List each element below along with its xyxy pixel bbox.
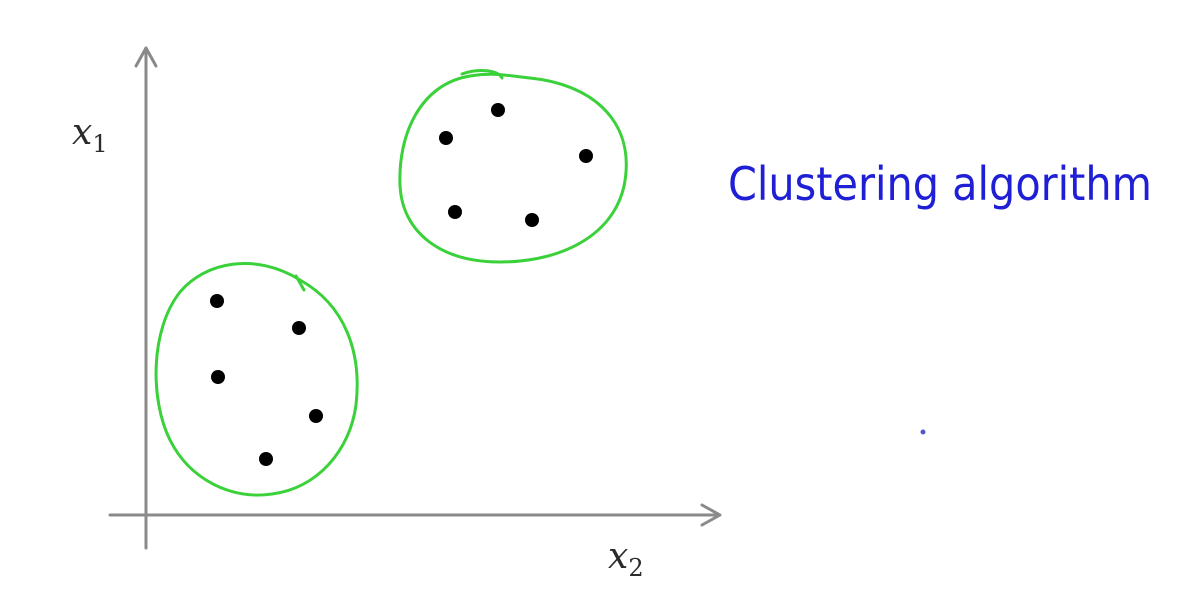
data-point [448, 205, 462, 219]
data-point [210, 294, 224, 308]
y-axis-label: x1 [72, 112, 108, 158]
x-axis-arrowhead [700, 503, 722, 527]
x-axis-label: x2 [608, 536, 644, 582]
axes [108, 46, 722, 550]
y-axis-arrowhead [134, 46, 158, 68]
cluster-outlines [154, 69, 628, 497]
data-point [292, 321, 306, 335]
data-point [439, 131, 453, 145]
annotation-text: Clustering algorithm [728, 157, 1152, 211]
data-point [579, 149, 593, 163]
cluster-outline-lower-left [154, 261, 359, 497]
data-points [210, 103, 593, 466]
data-point [309, 409, 323, 423]
data-point [525, 213, 539, 227]
cluster-outline-upper-right [398, 69, 628, 264]
y-axis-label-subscript: 1 [92, 130, 107, 158]
x-axis-label-subscript: 2 [628, 554, 643, 582]
data-point [491, 103, 505, 117]
stray-pen-dot [920, 429, 926, 435]
data-point [259, 452, 273, 466]
data-point [211, 370, 225, 384]
